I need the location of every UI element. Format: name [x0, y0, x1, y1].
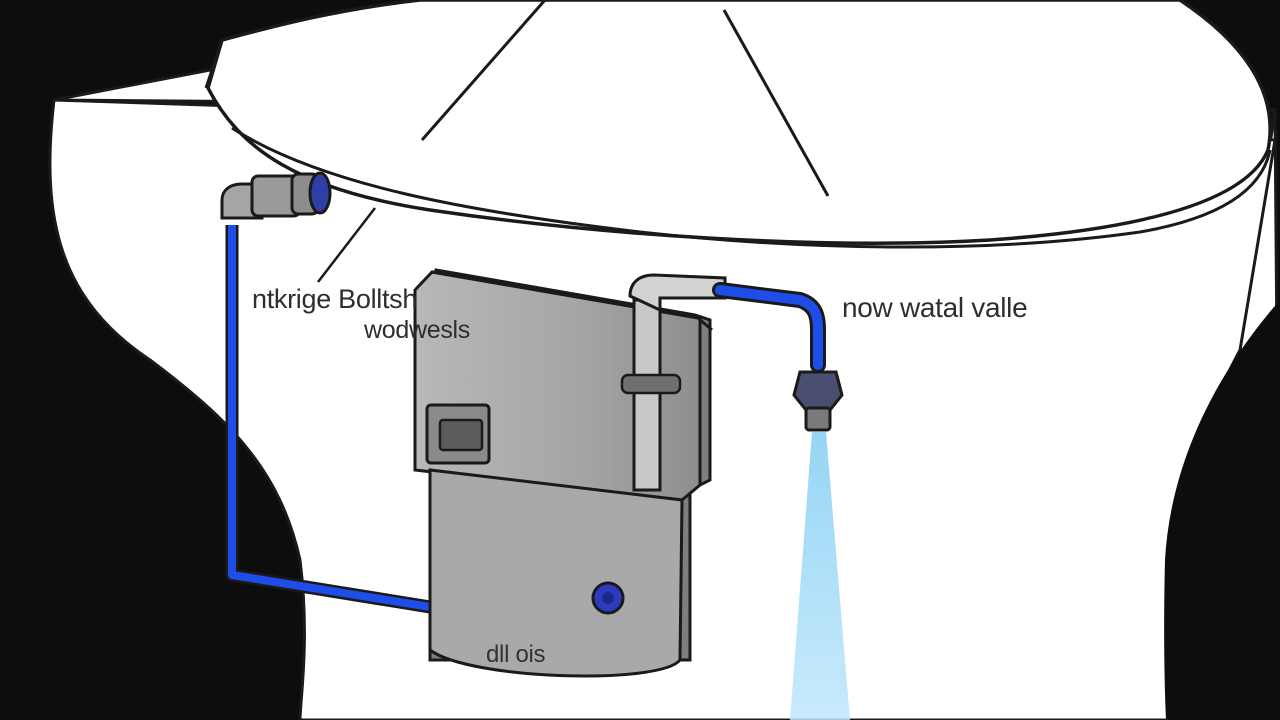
valve-feed-pipe-fill: [715, 285, 823, 370]
toilet-lid: [206, 0, 1272, 245]
tank-label: dll ois: [486, 641, 546, 668]
supply-label-line2: wodwesls: [364, 316, 470, 344]
riser-pipe: [620, 273, 727, 492]
spray-valve-icon: [792, 370, 844, 432]
tank-handle-icon: [425, 403, 491, 465]
lid-edge: [204, 39, 224, 89]
leader-line: [317, 207, 376, 283]
lid-crease-left: [420, 0, 547, 141]
water-spray: [790, 432, 850, 720]
supply-label-line1: ntkrige Bolltsh: [252, 284, 418, 314]
right-background: [1164, 300, 1280, 720]
valve-label: now watal valle: [842, 292, 1028, 323]
lid-rim: [231, 126, 1272, 249]
lid-crease-right: [722, 9, 830, 197]
shutoff-valve-icon: [220, 171, 332, 220]
pedestal-shadow: [0, 330, 300, 720]
drain-plug-icon: [591, 581, 625, 615]
